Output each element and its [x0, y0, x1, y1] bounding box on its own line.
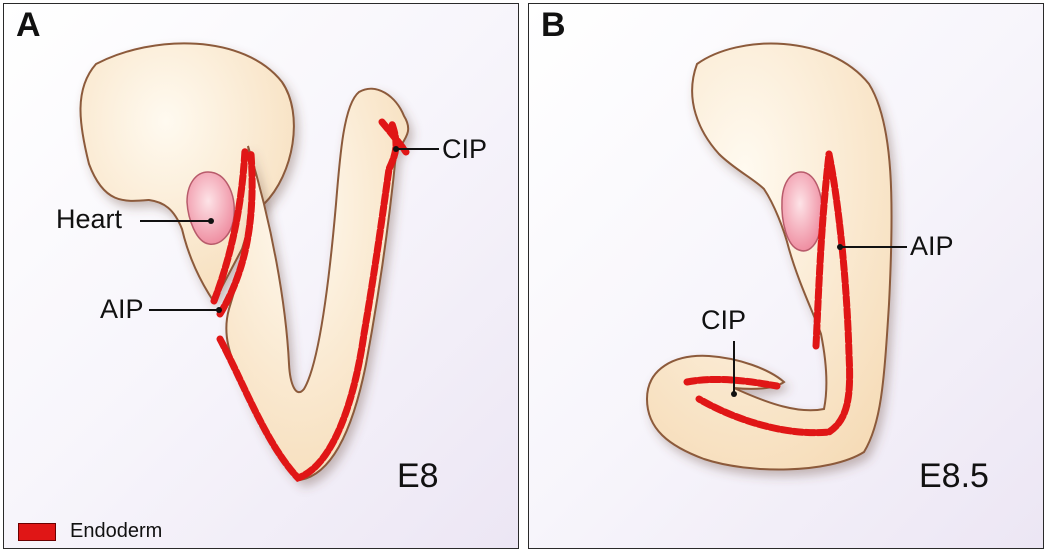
- endoderm-legend-swatch: [18, 523, 56, 541]
- aip-label-b: AIP: [910, 233, 954, 260]
- cip-label-b: CIP: [701, 307, 746, 334]
- heart-e85: [782, 172, 822, 251]
- cip-callout-dot-b: [731, 391, 737, 397]
- heart-label: Heart: [56, 206, 122, 233]
- endoderm-legend-label: Endoderm: [70, 520, 162, 543]
- aip-label-a: AIP: [100, 296, 144, 323]
- legend: Endoderm: [18, 520, 162, 543]
- panel-a-letter: A: [16, 6, 41, 45]
- panel-b: B AIP CIP E8.5: [528, 3, 1044, 549]
- heart-callout-dot: [208, 218, 214, 224]
- stage-label-a: E8: [397, 459, 439, 493]
- aip-callout-dot-a: [216, 307, 222, 313]
- embryo-body-e85: [647, 44, 892, 470]
- panel-a: A Heart AIP CIP E8 Endoderm: [3, 3, 519, 549]
- embryo-e8-illustration: [4, 4, 519, 549]
- cip-callout-dot-a: [393, 146, 399, 152]
- cip-label-a: CIP: [442, 136, 487, 163]
- aip-callout-dot-b: [837, 244, 843, 250]
- stage-label-b: E8.5: [919, 459, 989, 493]
- panel-b-letter: B: [541, 6, 566, 45]
